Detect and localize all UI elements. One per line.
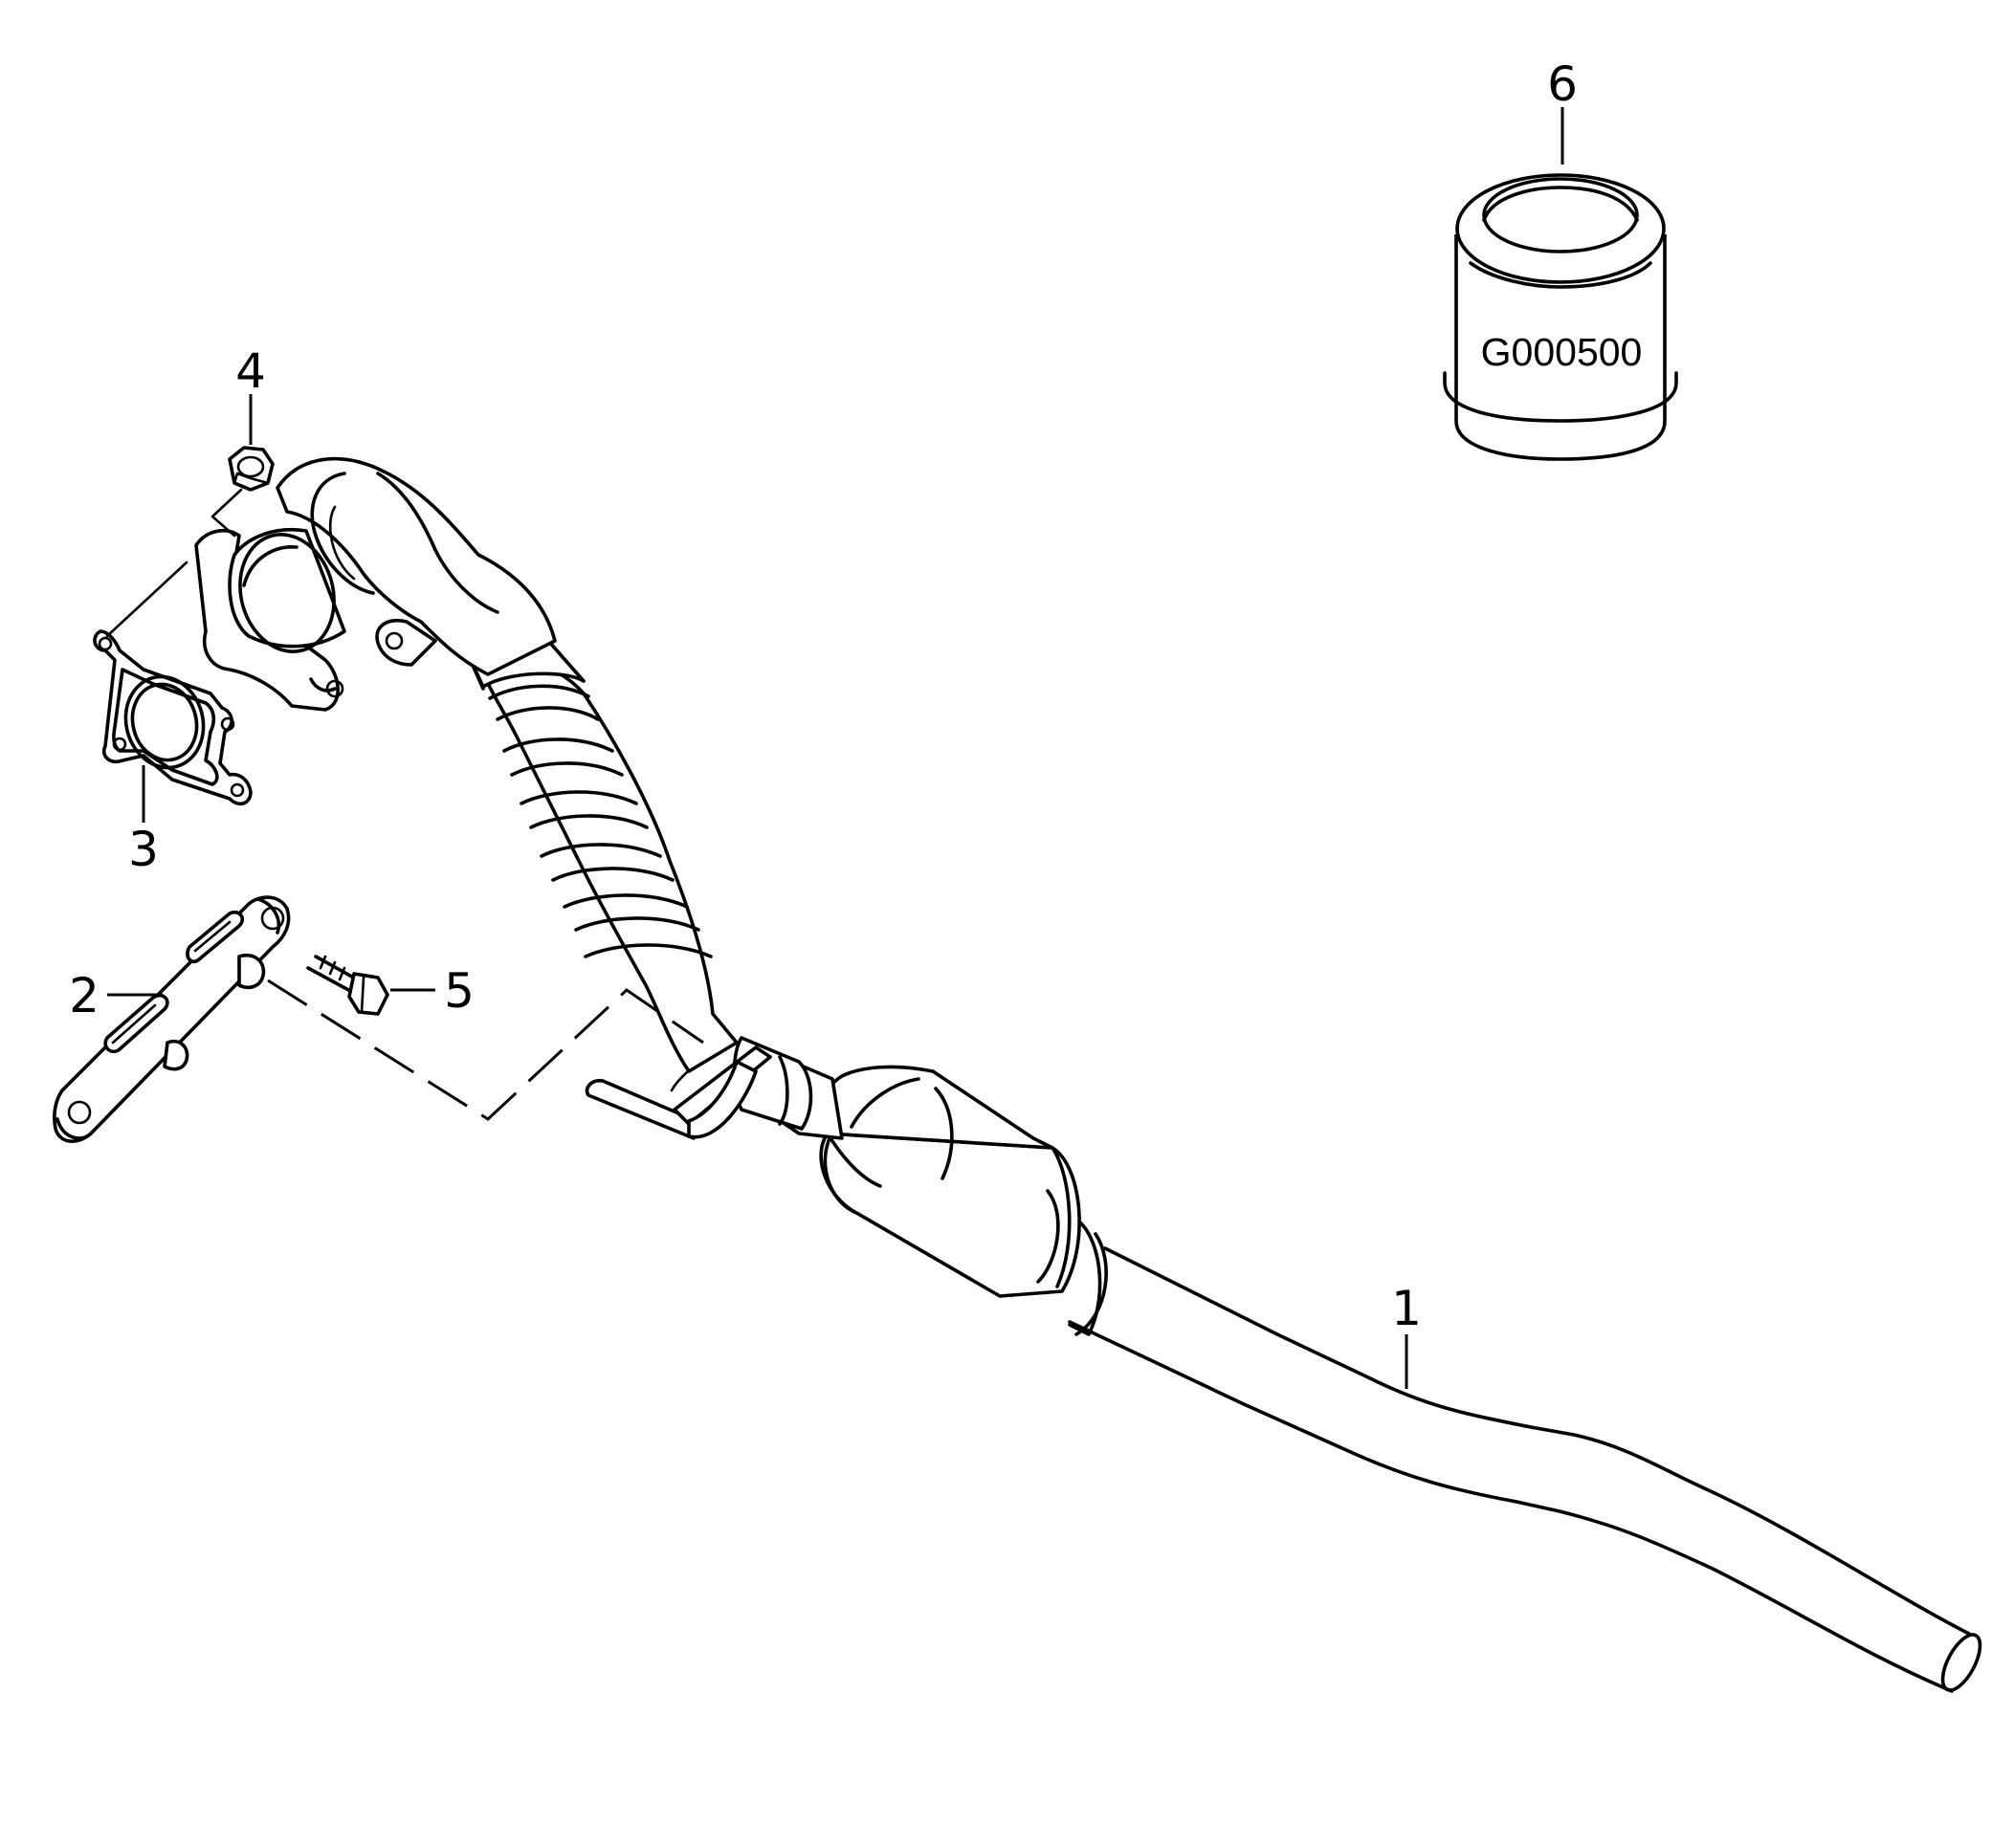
front-pipe-with-catalytic-converter bbox=[194, 456, 1982, 1693]
leader-lines bbox=[105, 107, 1564, 1389]
callout-2: 2 bbox=[69, 968, 100, 1023]
hex-bolt bbox=[306, 955, 389, 1016]
callout-5: 5 bbox=[444, 963, 475, 1019]
callout-4: 4 bbox=[235, 343, 266, 399]
label-code-text: G000500 bbox=[1481, 330, 1643, 374]
callout-1: 1 bbox=[1391, 1281, 1422, 1336]
flange-gasket bbox=[93, 629, 253, 806]
callout-3: 3 bbox=[128, 822, 159, 877]
mounting-bracket bbox=[53, 895, 291, 1143]
hex-nut bbox=[228, 446, 275, 492]
callout-numbers: 1 2 3 4 5 6 bbox=[69, 56, 1578, 1336]
callout-6: 6 bbox=[1547, 56, 1578, 112]
flex-pipe-ribs bbox=[488, 684, 713, 958]
label-cylinder bbox=[1443, 173, 1678, 461]
